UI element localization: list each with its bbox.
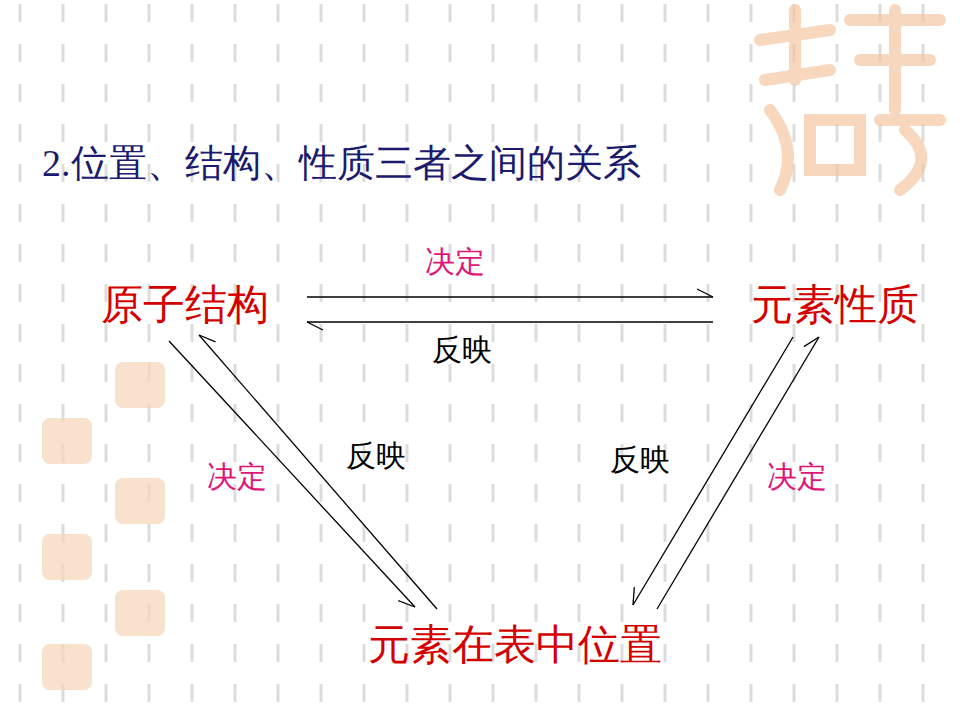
connector-stroke <box>199 335 216 342</box>
edge-label: 反映 <box>432 330 492 371</box>
connector-stroke <box>307 322 323 330</box>
connector-stroke <box>199 335 437 609</box>
node-text: 元素在表中位置 <box>368 622 662 668</box>
relation-arrow <box>199 335 437 609</box>
connector-stroke <box>307 321 713 322</box>
connector-stroke <box>633 587 634 605</box>
concept-node: 原子结构 <box>93 273 277 337</box>
connector-stroke <box>697 289 713 297</box>
slide-title: 2.位置、结构、性质三者之间的关系 <box>42 138 641 189</box>
relation-arrow <box>169 341 415 607</box>
edge-label: 决定 <box>767 457 827 498</box>
corner-watermark <box>760 10 940 190</box>
edge-label: 反映 <box>346 436 406 477</box>
relation-arrow <box>307 322 713 330</box>
node-text: 原子结构 <box>101 282 269 328</box>
edge-label: 反映 <box>610 440 670 481</box>
seal-stamps <box>42 362 165 690</box>
connector-stroke <box>804 337 819 347</box>
edge-label: 决定 <box>425 242 485 283</box>
connector-stroke <box>307 296 713 297</box>
concept-node: 元素在表中位置 <box>360 613 670 677</box>
connector-stroke <box>398 601 415 607</box>
node-text: 元素性质 <box>751 282 919 328</box>
edge-label: 决定 <box>207 457 267 498</box>
connector-stroke <box>169 341 415 607</box>
concept-node: 元素性质 <box>743 273 927 337</box>
relation-arrow <box>307 289 713 297</box>
